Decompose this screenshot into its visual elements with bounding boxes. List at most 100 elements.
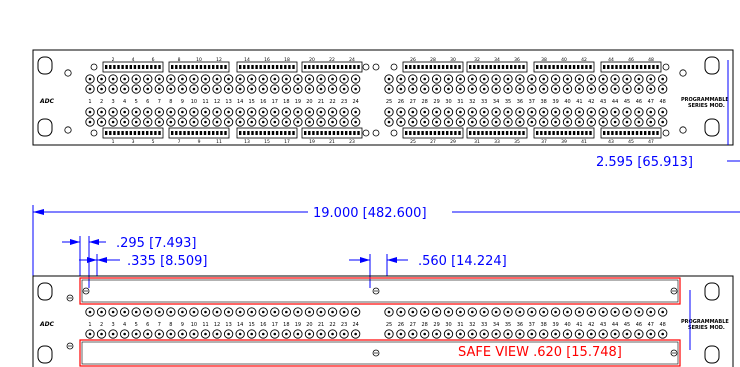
top-jack-center-18-row-3 [285, 110, 288, 114]
upper-connector-7-pin [581, 65, 584, 69]
bottom-jack-center-10-row-2 [192, 332, 196, 336]
bottom-jack-5-row-2 [131, 329, 141, 339]
bottom-jack-33-row-1 [479, 307, 489, 317]
upper-connector-8-pin [635, 65, 639, 69]
upper-connector-6-pin [489, 65, 492, 69]
lower-connector-8-pin [627, 131, 630, 135]
top-jack-center-38-row-1 [542, 77, 545, 81]
upper-connector-2-pin [175, 65, 178, 69]
top-port-number-8: 8 [169, 99, 172, 105]
upper-connector-label-34: 34 [494, 57, 500, 63]
top-jack-42-row-1 [586, 74, 596, 84]
top-jack-45-row-1 [622, 74, 632, 84]
lower-connector-2-pin [171, 131, 174, 135]
lower-connector-2-pin [203, 131, 207, 135]
upper-connector-7-pin [564, 65, 568, 69]
top-jack-29-row-2 [431, 84, 442, 94]
top-jack-center-3-row-1 [111, 77, 115, 81]
top-jack-2-row-2 [96, 84, 107, 94]
top-jack-11-row-4 [200, 117, 211, 127]
lower-connector-8-pin [644, 131, 647, 135]
bottom-jack-center-27-row-1 [411, 310, 415, 314]
bottom-port-number-34: 34 [493, 322, 499, 328]
lower-connector-6 [466, 127, 528, 139]
mount-slot-top-right-upper [704, 56, 720, 75]
top-jack-center-8-row-1 [169, 77, 173, 81]
top-jack-26-row-4 [396, 117, 406, 127]
upper-connector-4-pin [316, 65, 319, 69]
bottom-jack-39-row-2 [550, 329, 561, 339]
top-port-number-14: 14 [237, 99, 243, 105]
top-port-number-45: 45 [624, 99, 630, 105]
top-jack-16-row-1 [258, 74, 268, 84]
bottom-jack-16-row-2 [258, 329, 268, 339]
top-jack-14-row-1 [235, 74, 245, 84]
top-jack-center-25-row-3 [387, 110, 391, 114]
lower-connector-label-9: 9 [198, 139, 201, 145]
top-jack-29-row-3 [431, 107, 442, 117]
top-jack-24-row-1 [350, 74, 361, 84]
top-jack-center-32-row-2 [471, 87, 474, 91]
lower-connector-1-pin [158, 131, 161, 135]
bottom-port-number-6: 6 [146, 322, 149, 328]
lower-connector-6-pin [477, 131, 480, 135]
top-jack-center-22-row-2 [331, 87, 334, 91]
top-jack-center-37-row-2 [530, 87, 534, 91]
bottom-port-number-22: 22 [329, 322, 335, 328]
upper-connector-6-pin [477, 65, 480, 69]
upper-connector-7-pin [585, 65, 588, 69]
bottom-port-number-20: 20 [306, 322, 312, 328]
side-label: PROGRAMMABLE [681, 97, 729, 103]
bottom-port-number-24: 24 [352, 322, 358, 328]
panel-screw-1 [64, 69, 72, 77]
bottom-jack-46-row-2 [634, 329, 644, 339]
top-port-number-30: 30 [445, 99, 451, 105]
top-jack-center-5-row-2 [134, 87, 138, 91]
upper-connector-2-pin [183, 65, 186, 69]
top-jack-14-row-3 [235, 107, 245, 117]
depth-dimension: 2.595 [65.913] [596, 60, 740, 170]
top-jack-19-row-3 [293, 107, 303, 117]
top-jack-46-row-3 [634, 107, 644, 117]
top-jack-center-14-row-3 [238, 110, 242, 114]
top-jack-center-3-row-2 [111, 87, 115, 91]
upper-connector-label-20: 20 [309, 57, 315, 63]
top-jack-8-row-2 [166, 84, 176, 94]
top-jack-center-7-row-3 [158, 110, 161, 114]
lower-connector-label-7: 7 [178, 139, 181, 145]
bottom-jack-26-row-1 [396, 307, 406, 317]
strip-screw-1 [82, 287, 90, 295]
top-jack-center-26-row-4 [399, 120, 403, 124]
top-jack-47-row-3 [646, 107, 656, 117]
top-port-number-29: 29 [433, 99, 439, 105]
mount-slot-bottom-left-lower [37, 345, 53, 364]
top-jack-center-29-row-2 [435, 87, 438, 91]
top-jack-27-row-4 [408, 117, 418, 127]
bottom-jack-29-row-2 [431, 329, 442, 339]
top-jack-48-row-2 [658, 84, 668, 94]
top-jack-center-19-row-2 [296, 87, 300, 91]
top-jack-center-30-row-4 [447, 120, 450, 124]
bottom-jack-47-row-2 [646, 329, 656, 339]
upper-connector-1-pin [150, 65, 153, 69]
top-jack-32-row-2 [467, 84, 477, 94]
upper-connector-2-pin [203, 65, 207, 69]
bottom-jack-22-row-1 [327, 307, 338, 317]
upper-connector-1-pin [109, 65, 112, 69]
top-jack-center-9-row-4 [181, 120, 184, 124]
bottom-jack-center-38-row-2 [542, 332, 545, 336]
lower-connector-label-11: 11 [216, 139, 222, 145]
lower-connector-2-pin [183, 131, 186, 135]
bottom-jack-center-15-row-1 [250, 310, 253, 314]
top-jack-center-6-row-2 [146, 87, 150, 91]
top-jack-center-5-row-3 [134, 110, 138, 114]
lower-connector-1-pin [105, 131, 108, 135]
top-jack-45-row-4 [622, 117, 632, 127]
top-jack-center-15-row-2 [250, 87, 253, 91]
top-jack-center-31-row-2 [459, 87, 462, 91]
lower-connector-8-pin [656, 131, 659, 135]
upper-connector-label-6: 6 [152, 57, 155, 63]
bottom-jack-31-row-2 [455, 329, 466, 339]
upper-connector-label-12: 12 [216, 57, 222, 63]
top-port-number-16: 16 [260, 99, 266, 105]
